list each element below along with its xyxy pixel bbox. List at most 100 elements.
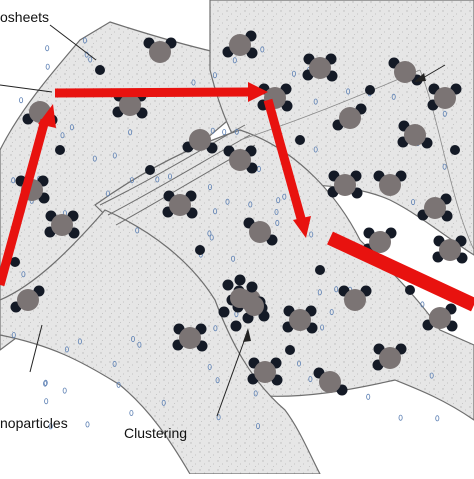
pore [260,46,265,53]
large-nanoparticle [394,61,416,83]
pore [232,57,237,64]
pore [62,387,67,394]
pore [216,414,221,421]
nanoparticle-cluster [247,357,283,386]
nanoparticle-cluster [417,193,453,222]
pore [225,198,230,205]
small-nanoparticle [95,65,105,75]
large-nanoparticle [189,129,211,151]
pore [231,255,236,262]
arrow-head-icon [293,216,311,238]
pore [320,324,325,331]
sheet-edge-line [107,134,251,216]
large-nanoparticle [334,174,356,196]
pore [442,110,447,117]
pore [137,341,142,348]
small-nanoparticle [405,285,415,295]
leader-arrow-icon [243,328,251,342]
leader-line [216,332,248,417]
nanoparticle-cluster [282,305,318,334]
nanoparticle-cluster [162,190,198,219]
pore [155,176,160,183]
nanoparticle-cluster [332,103,367,131]
pore [105,190,110,197]
large-nanoparticle [379,174,401,196]
large-nanoparticle [229,34,251,56]
small-nanoparticle [145,165,155,175]
pore [274,208,279,215]
pore [334,286,339,293]
pore [213,208,218,215]
pore [129,177,134,184]
nanoparticle-cluster [372,343,407,371]
pore [129,409,134,416]
pore [329,309,334,316]
sheet-edge-line [419,69,474,251]
annotations: osheets noparticles Clustering [0,9,446,441]
pore [346,88,351,95]
small-nanoparticle [258,310,270,322]
nanoparticle-cluster [222,30,258,59]
large-nanoparticle [51,214,73,236]
pore [69,124,74,131]
large-nanoparticle [369,231,391,253]
large-nanoparticle [439,239,461,261]
nanoparticle-cluster [397,120,433,149]
clustering-label: Clustering [124,425,187,441]
small-nanoparticle [246,281,258,293]
pore [309,231,314,238]
small-nanoparticle [218,306,230,318]
large-nanoparticle [404,124,426,146]
pore [411,199,416,206]
pore [128,129,133,136]
pore [209,234,214,241]
pore [210,127,215,134]
nanoparticle-cluster [313,367,348,396]
pore [291,70,296,77]
arrow-shaft [263,98,307,224]
pore [48,423,53,430]
pore [167,173,172,180]
pore [420,301,425,308]
nanoparticles-label: noparticles [0,415,68,431]
pore [45,63,50,70]
nanoparticle-cluster [338,285,372,311]
arrow-head-icon [248,82,268,102]
pore [207,363,212,370]
pore [116,381,121,388]
nanoparticle-cluster [143,37,177,63]
leader-arrow-icon [414,73,426,82]
pore [11,177,16,184]
sheet-edge-line [239,69,421,141]
pore [135,227,140,234]
pore [82,37,87,44]
nanoparticle-cluster [182,129,218,154]
pore [43,380,48,387]
arrow-shaft [0,118,50,287]
pore [191,79,196,86]
small-nanoparticle [295,135,305,145]
particle-layer [10,30,468,396]
pore [234,128,239,135]
pore [19,97,24,104]
sheet-edge-line [99,124,246,206]
large-nanoparticle [254,361,276,383]
large-nanoparticle [169,194,191,216]
nanoparticle-cluster [172,323,208,352]
leader-line [49,24,97,61]
pore [275,219,280,226]
small-nanoparticle [234,274,246,286]
nanosheets-label: osheets [0,9,49,25]
pore [398,414,403,421]
pore [21,271,26,278]
pore [213,325,218,332]
pore [215,377,220,384]
large-nanoparticle [434,87,456,109]
large-nanoparticle [119,94,141,116]
pore [88,56,93,63]
pore [207,184,212,191]
pore [45,45,50,52]
pore [77,338,82,345]
arrow-shaft [327,231,474,312]
pore [207,230,212,237]
